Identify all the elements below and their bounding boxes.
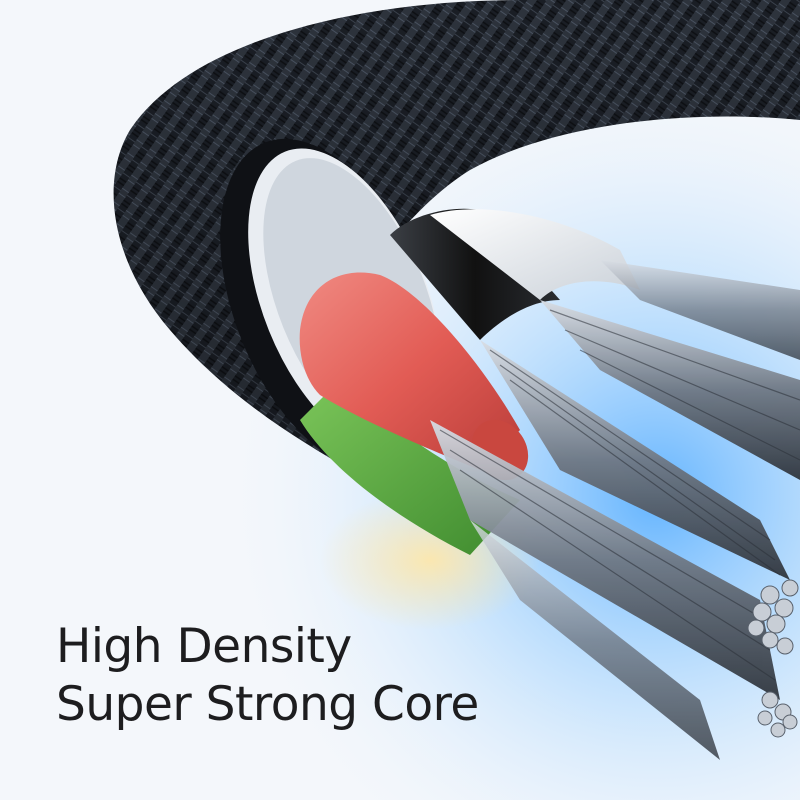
- headline-line-2: Super Strong Core: [56, 677, 479, 732]
- headline-line-1: High Density: [56, 619, 352, 674]
- headline: High Density Super Strong Core: [56, 618, 576, 734]
